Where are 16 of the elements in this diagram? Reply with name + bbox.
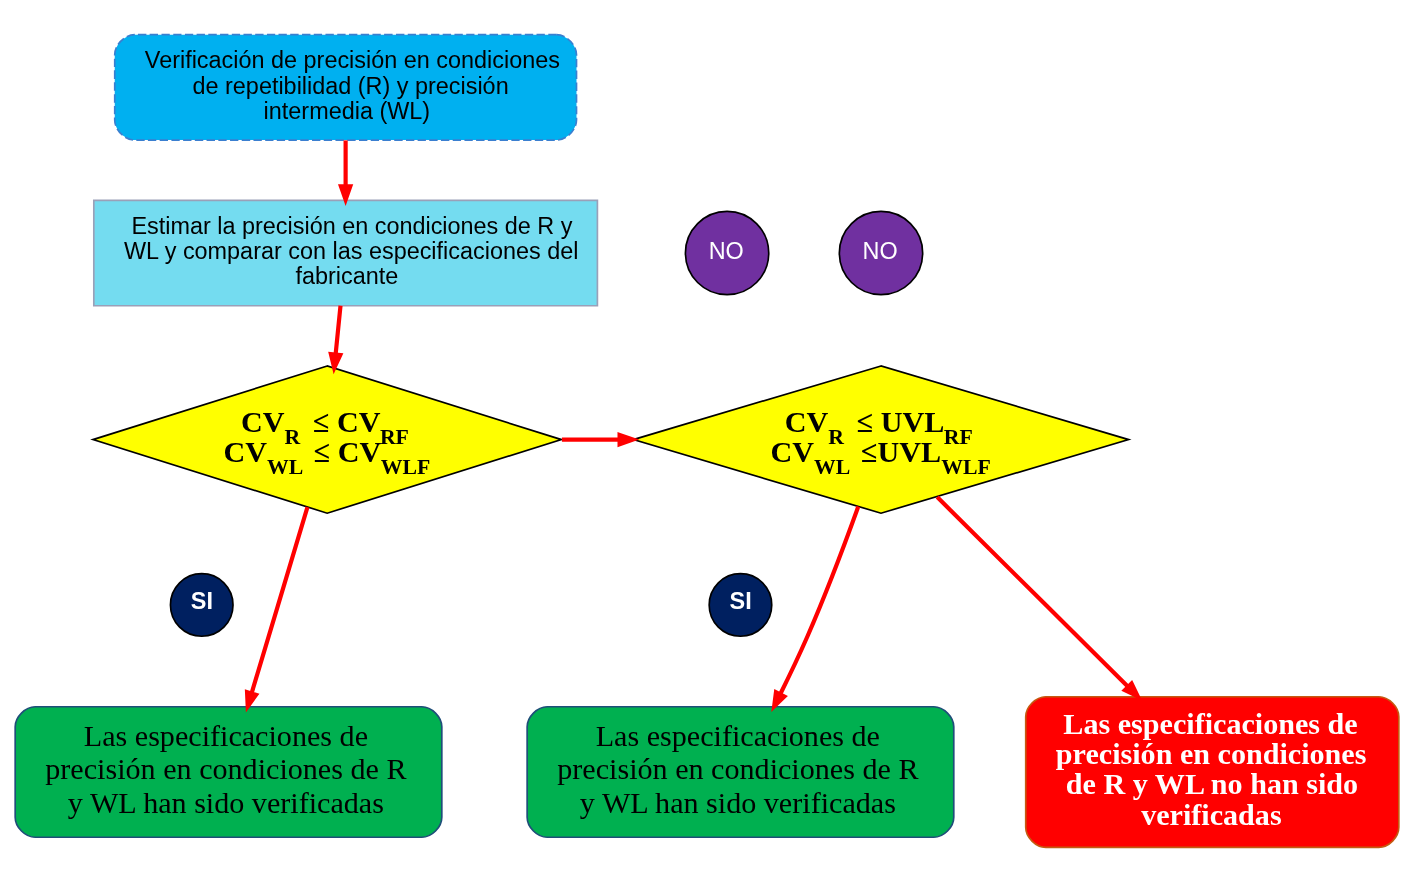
node-box: Estimar la precisión en condiciones de R y WL y comparar con las especificaciones del fabricante xyxy=(93,199,599,307)
arrow xyxy=(935,495,1143,701)
node-box: Verificación de precisión en condiciones de repetibilidad (R) y precisión intermedia (WL) xyxy=(113,33,578,141)
node-circle: NO xyxy=(838,210,924,296)
arrow xyxy=(771,505,861,712)
node-box: Las especificaciones de precisión en condiciones de R y WL han sido verificadas xyxy=(526,705,955,838)
node-circle: NO xyxy=(684,210,770,296)
arrow xyxy=(561,431,640,447)
node-box: Las especificaciones de precisión en condiciones de R y WL no han sido verificadas xyxy=(1024,695,1400,848)
arrow xyxy=(338,139,354,206)
node-box: Las especificaciones de precisión en condiciones de R y WL han sido verificadas xyxy=(14,705,443,838)
node-diamond: CV$_{R}$ ≤ CV$_{RF}$ CV$_{WL}$ ≤ CV$_{WLF}$ xyxy=(90,364,565,514)
arrow xyxy=(328,305,344,374)
node-circle: SI xyxy=(169,572,234,637)
arrow xyxy=(244,505,310,712)
node-circle: SI xyxy=(708,572,773,637)
